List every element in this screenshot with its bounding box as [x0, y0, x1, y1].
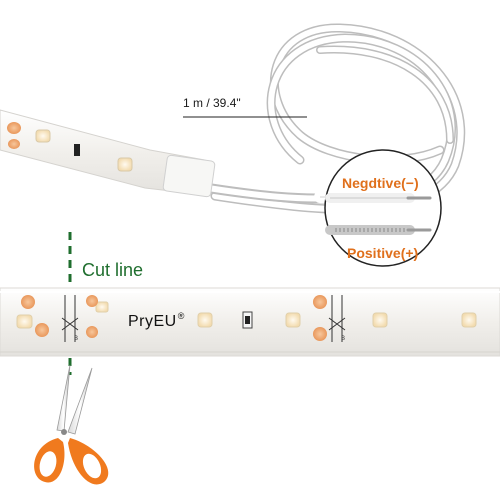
scissor-pivot: [61, 429, 67, 435]
strip-led: [86, 295, 98, 307]
cut-mark-1: [61, 295, 79, 342]
strip-led: [35, 129, 51, 143]
strip-end-section: [0, 109, 216, 198]
strip-led: [313, 295, 327, 309]
strip-led: [313, 327, 327, 341]
strip-led: [86, 326, 98, 338]
cut-mark-2: [328, 295, 346, 342]
end-cap: [162, 154, 216, 198]
strip-led: [21, 295, 35, 309]
scissor-blade: [67, 367, 93, 435]
magnifier-circle: [183, 116, 442, 267]
brand-logo: PryEU®: [128, 311, 185, 330]
negative-label: Negdtive(−): [342, 175, 419, 191]
main-strip: [0, 287, 500, 357]
strip-led: [285, 312, 301, 328]
strip-led: [16, 314, 33, 329]
strip-resistor: [74, 144, 80, 156]
registered-mark: ®: [177, 311, 185, 321]
strip-led: [197, 312, 213, 328]
strip-led: [95, 301, 109, 313]
pad-mark-1: B: [74, 336, 79, 342]
pad-mark-2: B: [341, 336, 346, 342]
scissor-blade: [56, 364, 71, 432]
strip-led: [461, 312, 477, 328]
strip-led: [8, 139, 20, 149]
length-annotation: 1 m / 39.4": [183, 96, 241, 110]
strip-led: [372, 312, 388, 328]
brand-name: PryEU: [128, 313, 177, 330]
strip-led: [35, 323, 49, 337]
strip-led: [7, 122, 21, 134]
cut-line-label: Cut line: [82, 260, 144, 280]
scissors-icon: [34, 364, 109, 485]
positive-label: Positive(+): [347, 245, 419, 261]
strip-led: [117, 157, 133, 172]
led-row: [16, 295, 477, 341]
